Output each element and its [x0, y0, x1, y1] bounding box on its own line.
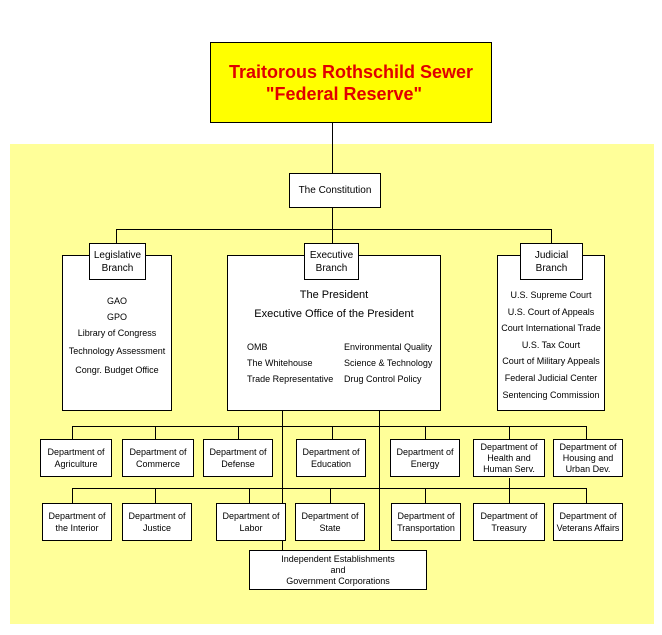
- legislative-item: GAO: [106, 296, 127, 306]
- department-line: Agriculture: [54, 459, 98, 469]
- title-line-1: Traitorous Rothschild Sewer: [228, 61, 474, 82]
- legislative-item: GPO: [106, 312, 127, 322]
- department-line: Department of: [222, 511, 280, 521]
- department-line: Human Serv.: [483, 463, 535, 474]
- department-box: Department of Commerce: [122, 439, 194, 477]
- legislative-item: Technology Assessment: [68, 346, 166, 356]
- department-line: Department of: [559, 511, 617, 521]
- department-line: Department of: [47, 447, 105, 457]
- executive-left-item: OMB: [247, 342, 268, 352]
- department-line: Department of: [480, 511, 538, 521]
- department-box: Department of Health and Human Serv.: [473, 439, 545, 477]
- department-line: Justice: [142, 523, 171, 533]
- department-line: Education: [310, 459, 352, 469]
- department-line: State: [319, 523, 341, 533]
- executive-branch-box: The President Executive Office of the Pr…: [227, 255, 441, 411]
- department-line: Defense: [221, 459, 255, 469]
- judicial-branch-box: U.S. Supreme Court U.S. Court of Appeals…: [497, 255, 605, 411]
- executive-right-item: Drug Control Policy: [344, 374, 422, 384]
- department-box: Department of State: [295, 503, 365, 541]
- federal-reserve-title-box: Traitorous Rothschild Sewer "Federal Res…: [210, 42, 492, 123]
- department-box: Department of Transportation: [391, 503, 461, 541]
- department-line: Department of: [559, 441, 617, 452]
- judicial-item: U.S. Tax Court: [521, 340, 581, 350]
- legislative-head-line: Branch: [101, 262, 134, 274]
- independent-establishments-box: Independent Establishments and Governmen…: [249, 550, 427, 590]
- department-line: Treasury: [491, 523, 527, 533]
- executive-left-item: The Whitehouse: [247, 358, 313, 368]
- independent-line: Government Corporations: [286, 575, 390, 586]
- department-line: Urban Dev.: [565, 463, 611, 474]
- title-line-2: "Federal Reserve": [265, 83, 423, 104]
- constitution-box: The Constitution: [289, 173, 381, 208]
- department-line: Department of: [301, 511, 359, 521]
- department-box: Department of Labor: [216, 503, 286, 541]
- department-line: Labor: [239, 523, 263, 533]
- constitution-label: The Constitution: [298, 185, 372, 196]
- department-line: Department of: [302, 447, 360, 457]
- judicial-item: Court International Trade: [501, 323, 601, 333]
- department-box: Department of Veterans Affairs: [553, 503, 623, 541]
- department-box: Department of Treasury: [473, 503, 545, 541]
- president-label: The President: [299, 289, 369, 301]
- department-line: the Interior: [55, 523, 99, 533]
- legislative-head-line: Legislative: [93, 249, 142, 261]
- legislative-branch-header: Legislative Branch: [89, 243, 146, 280]
- department-box: Department of Housing and Urban Dev.: [553, 439, 623, 477]
- judicial-item: Sentencing Commission: [502, 390, 600, 400]
- department-box: Department of Defense: [203, 439, 273, 477]
- executive-right-item: Science & Technology: [344, 358, 433, 368]
- department-line: Department of: [396, 447, 454, 457]
- judicial-item: Federal Judicial Center: [504, 373, 598, 383]
- independent-line: Independent Establishments: [281, 553, 395, 564]
- judicial-branch-header: Judicial Branch: [520, 243, 583, 280]
- judicial-head-line: Branch: [535, 262, 568, 274]
- legislative-item: Library of Congress: [77, 328, 157, 338]
- department-line: Health and: [487, 452, 531, 463]
- legislative-item: Congr. Budget Office: [75, 365, 159, 375]
- independent-line: and: [330, 564, 346, 575]
- executive-office-label: Executive Office of the President: [254, 308, 414, 320]
- department-line: Department of: [209, 447, 267, 457]
- executive-head-line: Executive: [309, 249, 354, 261]
- department-box: Department of the Interior: [42, 503, 112, 541]
- department-line: Department of: [128, 511, 186, 521]
- executive-head-line: Branch: [315, 262, 348, 274]
- judicial-item: Court of Military Appeals: [502, 356, 600, 366]
- judicial-head-line: Judicial: [534, 249, 569, 261]
- judicial-item: U.S. Supreme Court: [510, 290, 592, 300]
- department-box: Department of Agriculture: [40, 439, 112, 477]
- executive-branch-header: Executive Branch: [304, 243, 359, 280]
- department-line: Transportation: [397, 523, 455, 533]
- executive-right-item: Environmental Quality: [344, 342, 433, 352]
- department-line: Department of: [48, 511, 106, 521]
- department-line: Department of: [397, 511, 455, 521]
- department-line: Veterans Affairs: [556, 523, 620, 533]
- executive-left-item: Trade Representative: [247, 374, 334, 384]
- legislative-branch-box: GAO GPO Library of Congress Technology A…: [62, 255, 172, 411]
- judicial-item: U.S. Court of Appeals: [507, 307, 595, 317]
- department-line: Housing and: [562, 452, 614, 463]
- department-box: Department of Energy: [390, 439, 460, 477]
- department-line: Commerce: [135, 459, 180, 469]
- department-box: Department of Education: [296, 439, 366, 477]
- department-line: Energy: [410, 459, 440, 469]
- department-box: Department of Justice: [122, 503, 192, 541]
- department-line: Department of: [480, 441, 538, 452]
- department-line: Department of: [129, 447, 187, 457]
